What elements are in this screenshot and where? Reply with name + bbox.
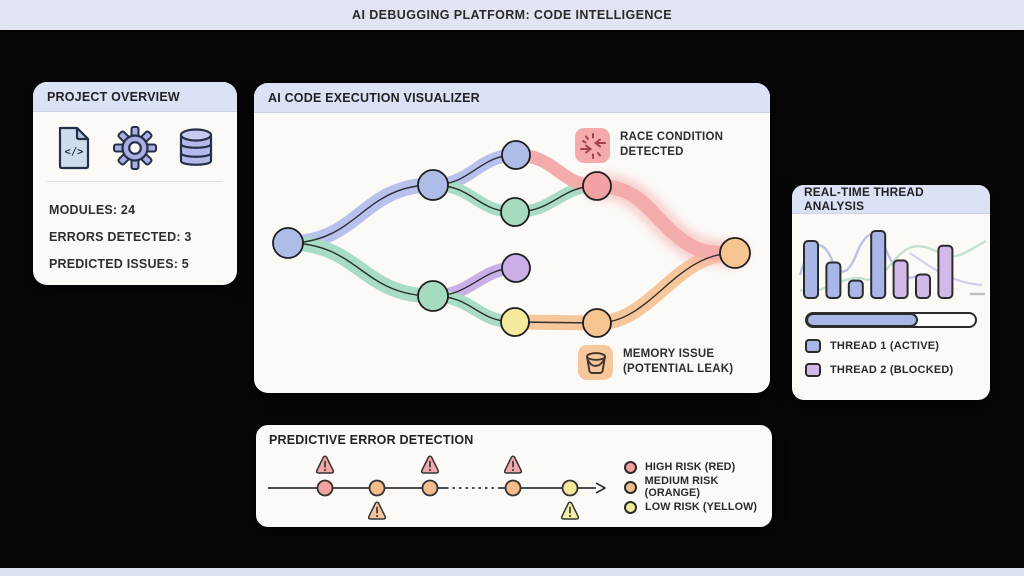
thread2-label: THREAD 2 (BLOCKED): [830, 364, 954, 376]
project-overview-header: PROJECT OVERVIEW: [33, 82, 237, 112]
app-title-bar: AI DEBUGGING PLATFORM: CODE INTELLIGENCE: [0, 0, 1024, 30]
thread-progress-bar: [805, 312, 977, 328]
stat-modules: MODULES: 24: [49, 203, 136, 217]
bottom-accent-strip: [0, 568, 1024, 576]
project-icons-row: </>: [33, 112, 237, 179]
warning-triangle-icon: [503, 455, 523, 474]
thread-bar-3: [847, 279, 864, 300]
overview-stats: MODULES: 24 ERRORS DETECTED: 3 PREDICTED…: [33, 182, 237, 271]
app-title: AI DEBUGGING PLATFORM: CODE INTELLIGENCE: [352, 8, 672, 22]
graph-node-a-mid: [500, 197, 530, 227]
memory-issue-annotation: MEMORY ISSUE (POTENTIAL LEAK): [578, 345, 733, 380]
thread-bar-2: [825, 261, 842, 299]
timeline-event-medium: [368, 479, 386, 497]
stat-errors: ERRORS DETECTED: 3: [49, 230, 192, 244]
graph-edge-race-end: [590, 179, 742, 260]
trend-line-green: [799, 239, 987, 293]
predictive-error-title: PREDICTIVE ERROR DETECTION: [269, 433, 474, 447]
visualizer-title: AI CODE EXECUTION VISUALIZER: [268, 90, 480, 105]
graph-node-mem-leak: [582, 308, 612, 338]
database-icon: [179, 128, 213, 166]
low-risk-dot: [624, 500, 637, 514]
race-condition-annotation: RACE CONDITION DETECTED: [575, 128, 723, 163]
thread-analysis-title: REAL-TIME THREAD ANALYSIS: [804, 185, 924, 213]
edge-line: [287, 184, 434, 244]
thread-bar-4: [870, 230, 887, 299]
error-timeline: [268, 455, 606, 520]
graph-node-branch-a: [417, 169, 449, 201]
legend-high-risk: HIGH RISK (RED): [624, 457, 772, 477]
graph-node-start: [272, 227, 304, 259]
thread-analysis-panel: REAL-TIME THREAD ANALYSIS THREAD 1 (ACTI…: [792, 185, 990, 400]
predictive-error-panel: PREDICTIVE ERROR DETECTION HIGH RISK (RE…: [256, 425, 772, 527]
graph-node-branch-b: [417, 280, 449, 312]
graph-node-a-top: [501, 140, 531, 170]
race-condition-label: RACE CONDITION DETECTED: [620, 131, 724, 158]
thread-bar-7: [937, 244, 954, 299]
timeline-event-medium: [504, 479, 522, 497]
project-overview-title: PROJECT OVERVIEW: [47, 89, 180, 104]
graph-node-b-low: [500, 307, 530, 337]
risk-legend: HIGH RISK (RED) MEDIUM RISK (ORANGE) LOW…: [624, 457, 772, 517]
stat-predicted: PREDICTED ISSUES: 5: [49, 257, 189, 271]
svg-text:</>: </>: [65, 146, 84, 158]
warning-triangle-icon: [420, 455, 440, 474]
thread1-swatch: [805, 339, 821, 353]
timeline-arrowhead: [595, 482, 606, 494]
thread-progress-fill: [806, 313, 918, 327]
overview-divider: [47, 181, 223, 182]
medium-risk-dot: [624, 480, 637, 494]
memory-issue-label: MEMORY ISSUE (POTENTIAL LEAK): [623, 348, 734, 375]
code-file-icon: </>: [58, 126, 90, 170]
edge-line: [287, 242, 434, 297]
timeline-event-medium: [421, 479, 439, 497]
gear-icon: [113, 126, 157, 170]
project-overview-panel: PROJECT OVERVIEW </>: [33, 82, 237, 285]
visualizer-header: AI CODE EXECUTION VISUALIZER: [254, 83, 770, 113]
legend-thread-2: THREAD 2 (BLOCKED): [805, 361, 953, 379]
thread2-swatch: [805, 363, 821, 377]
warning-triangle-icon: [367, 501, 387, 520]
timeline-event-low: [561, 479, 579, 497]
high-risk-dot: [624, 460, 637, 474]
thread-bar-6: [915, 273, 931, 299]
graph-node-b-top: [501, 253, 531, 283]
legend-medium-risk: MEDIUM RISK (ORANGE): [624, 475, 772, 499]
thread-analysis-header: REAL-TIME THREAD ANALYSIS: [792, 185, 990, 214]
legend-low-risk: LOW RISK (YELLOW): [624, 497, 772, 517]
legend-thread-1: THREAD 1 (ACTIVE): [805, 337, 939, 355]
collision-arrows-icon: [575, 128, 610, 163]
thread1-label: THREAD 1 (ACTIVE): [830, 340, 940, 352]
warning-triangle-icon: [315, 455, 335, 474]
thread-bar-1: [803, 240, 819, 299]
graph-node-end: [719, 237, 751, 269]
code-execution-visualizer-panel: AI CODE EXECUTION VISUALIZER RACE CONDIT…: [254, 83, 770, 393]
thread-bar-5: [892, 259, 909, 299]
warning-triangle-icon: [560, 501, 580, 520]
execution-flow-graph: [272, 140, 751, 338]
bucket-icon: [578, 345, 613, 380]
graph-node-race: [582, 171, 612, 201]
thread-bar-chart: [798, 230, 987, 300]
timeline-event-high: [316, 479, 334, 497]
